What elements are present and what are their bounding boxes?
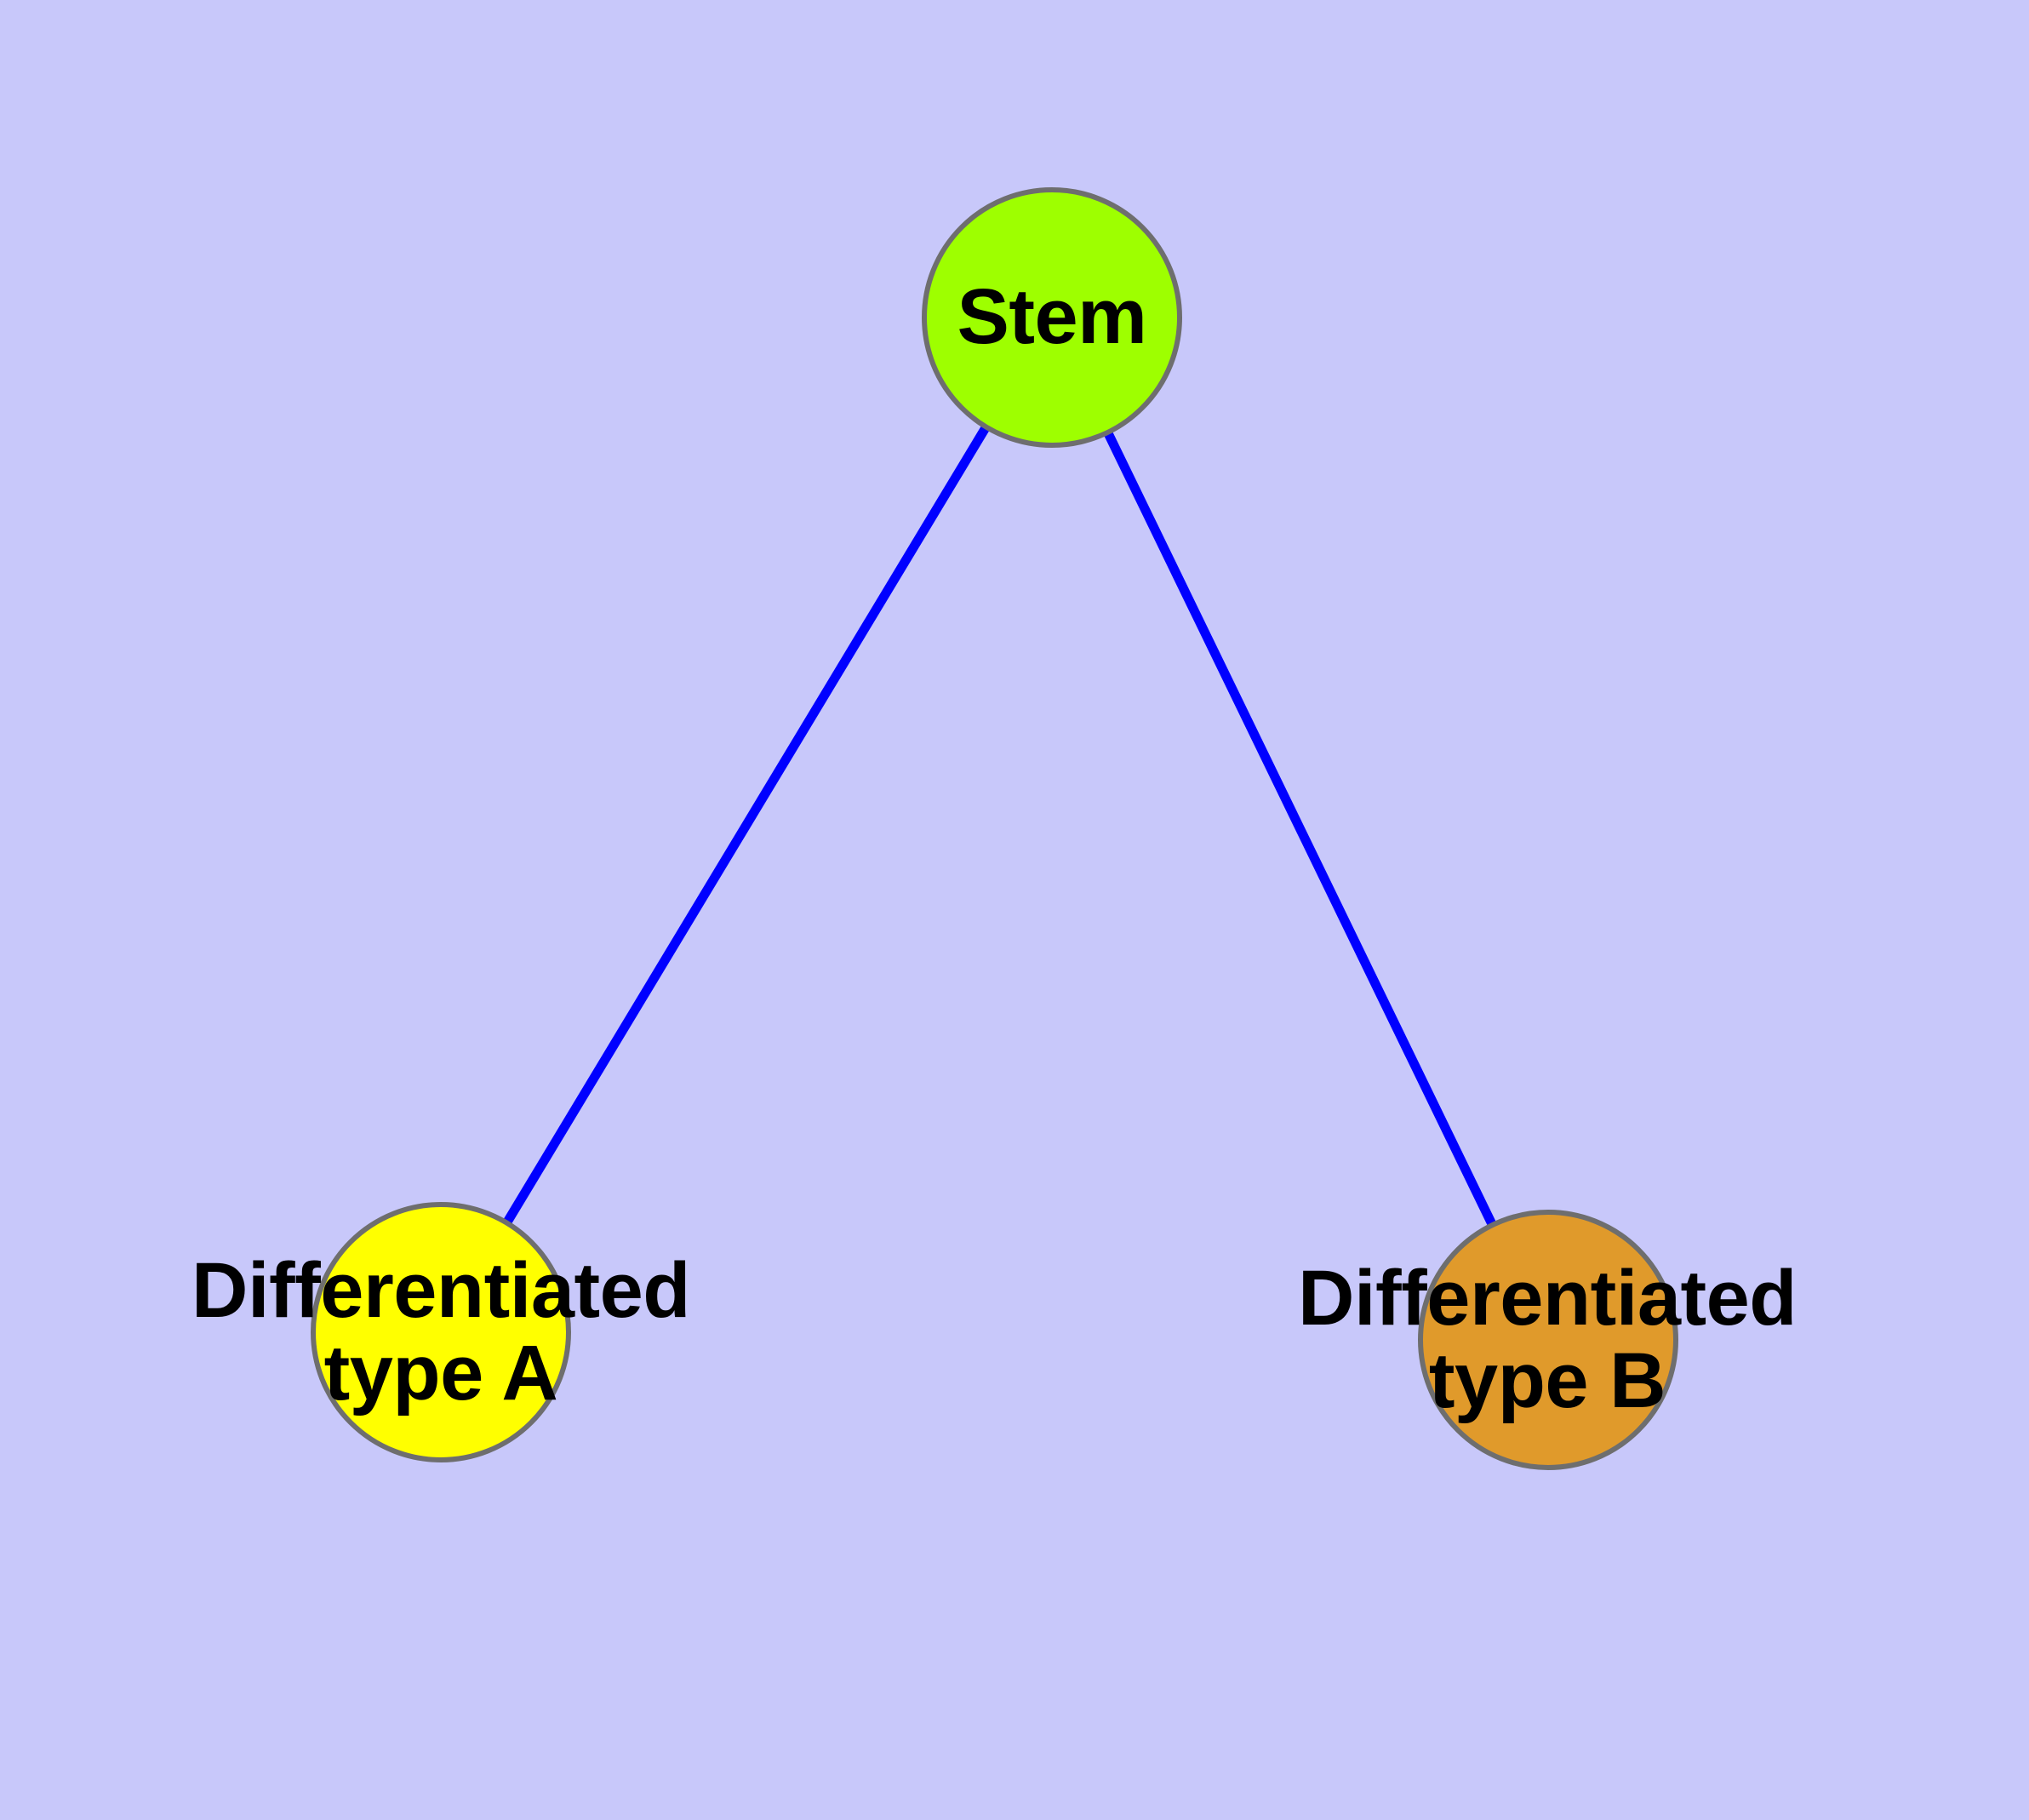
- graph-edge-stem-diffA: [500, 421, 992, 1228]
- edge-layer: [500, 421, 1499, 1231]
- node-layer: [311, 187, 1678, 1470]
- graph-node-diffA[interactable]: [311, 1202, 571, 1462]
- graph-node-diffB[interactable]: [1418, 1210, 1678, 1470]
- graph-edge-stem-diffB: [1101, 426, 1499, 1231]
- graph-node-stem[interactable]: [922, 187, 1182, 448]
